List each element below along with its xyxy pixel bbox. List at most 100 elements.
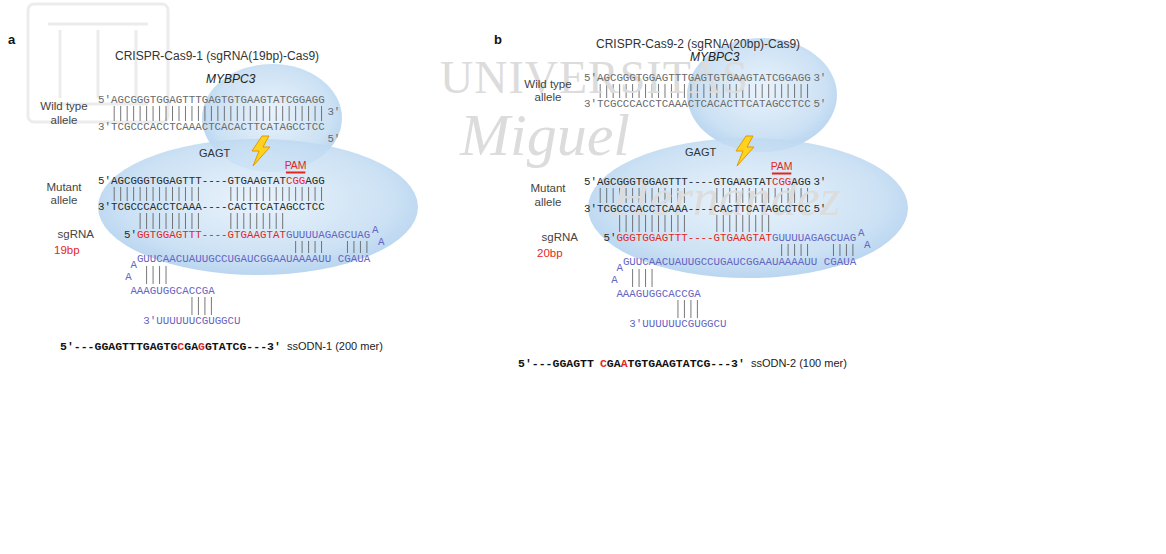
base-pair-tick bbox=[127, 106, 128, 121]
scaffold-sequence: AAAGUGGCACCGA bbox=[130, 286, 214, 297]
scaffold-sequence: GUUCAACUAUUGCCUGAUCGGAAUAAAAUU bbox=[623, 257, 817, 268]
ssodn-sequence: 5'---GGAGTT bbox=[518, 357, 594, 370]
base-pair-tick bbox=[282, 106, 283, 121]
ssodn-name: ssODN-2 (100 mer) bbox=[751, 357, 847, 369]
base-pair-tick bbox=[198, 106, 199, 121]
base-pair-tick bbox=[191, 297, 192, 315]
base-pair-tick bbox=[250, 187, 251, 201]
ssodn-sequence: G bbox=[198, 340, 205, 353]
base-pair-tick bbox=[166, 187, 167, 201]
base-pair-tick bbox=[243, 213, 244, 229]
guide-length: 20bp bbox=[537, 247, 563, 260]
base-pair-tick bbox=[606, 188, 607, 203]
wild-type-sequence: 3' bbox=[584, 99, 597, 110]
base-pair-tick bbox=[263, 213, 264, 229]
ssodn-sequence: C bbox=[600, 357, 607, 370]
base-pair-tick bbox=[237, 213, 238, 229]
mutant-sequence: TCGCCCACCTCAAA----CACTTCATAGCCTCC bbox=[111, 202, 325, 213]
base-pair-tick bbox=[140, 187, 141, 201]
base-pair-tick bbox=[178, 187, 179, 201]
base-pair-tick bbox=[308, 241, 309, 253]
scaffold-sequence: GUUCAACUAUUGCCUGAUCGGAAUAAAAUU bbox=[137, 254, 331, 265]
base-pair-tick bbox=[308, 106, 309, 121]
scaffold-sequence: A bbox=[125, 272, 131, 283]
panel-title: CRISPR-Cas9-2 (sgRNA(20bp)-Cas9) bbox=[596, 38, 800, 52]
base-pair-tick bbox=[788, 84, 789, 98]
scaffold-sequence: 3' bbox=[629, 319, 642, 330]
base-pair-tick bbox=[172, 187, 173, 201]
base-pair-tick bbox=[652, 269, 653, 287]
base-pair-tick bbox=[114, 106, 115, 121]
base-pair-tick bbox=[289, 187, 290, 201]
base-pair-tick bbox=[172, 106, 173, 121]
base-pair-tick bbox=[250, 213, 251, 229]
base-pair-tick bbox=[243, 106, 244, 121]
base-pair-tick bbox=[353, 241, 354, 253]
scaffold-sequence: A bbox=[858, 228, 864, 239]
base-pair-tick bbox=[846, 244, 847, 256]
scaffold-sequence: A bbox=[611, 275, 617, 286]
mutant-sequence: TCGCCCACCTCAAA----CACTTCATAGCCTCC bbox=[597, 204, 811, 215]
mutant-sequence: 5' bbox=[124, 230, 137, 241]
wild-type-sequence: 3' bbox=[327, 107, 340, 118]
pam-label: PAM bbox=[771, 160, 793, 172]
base-pair-tick bbox=[159, 213, 160, 229]
base-pair-tick bbox=[282, 213, 283, 229]
base-pair-tick bbox=[146, 187, 147, 201]
base-pair-tick bbox=[166, 106, 167, 121]
base-pair-tick bbox=[263, 187, 264, 201]
base-pair-tick bbox=[237, 106, 238, 121]
base-pair-tick bbox=[321, 187, 322, 201]
base-pair-tick bbox=[133, 106, 134, 121]
ssodn-sequence: 5'---GGAGTTTGAGTG bbox=[60, 340, 177, 353]
mutant-sequence: 3' bbox=[584, 204, 597, 215]
base-pair-tick bbox=[269, 213, 270, 229]
base-pair-tick bbox=[781, 84, 782, 98]
base-pair-tick bbox=[775, 84, 776, 98]
base-pair-tick bbox=[153, 266, 154, 284]
base-pair-tick bbox=[600, 188, 601, 203]
scaffold-sequence: A bbox=[864, 240, 870, 251]
base-pair-tick bbox=[198, 213, 199, 229]
base-pair-tick bbox=[269, 187, 270, 201]
base-pair-tick bbox=[302, 241, 303, 253]
mutant-sequence: AGCGGGTGGAGTTT----GTGAAGTAT bbox=[597, 177, 772, 188]
base-pair-tick bbox=[191, 106, 192, 121]
ssodn-sequence: GTATCG---3' bbox=[205, 340, 281, 353]
base-pair-tick bbox=[185, 213, 186, 229]
base-pair-tick bbox=[321, 241, 322, 253]
scaffold-sequence: A bbox=[616, 263, 622, 274]
base-pair-tick bbox=[230, 187, 231, 201]
target-sequence: CGG bbox=[772, 177, 791, 188]
wild-type-sequence: TCGCCCACCTCAAACTCACACTTCATAGCCTCC bbox=[597, 99, 811, 110]
wild-type-sequence: 3' bbox=[813, 73, 826, 84]
ssodn-sequence: GA bbox=[184, 340, 198, 353]
base-pair-tick bbox=[256, 213, 257, 229]
base-pair-tick bbox=[295, 241, 296, 253]
target-sequence: CGG bbox=[286, 176, 305, 187]
cas9-protein bbox=[98, 38, 908, 278]
base-pair-tick bbox=[178, 213, 179, 229]
scaffold-sequence: CGAUA bbox=[338, 254, 370, 265]
base-pair-tick bbox=[755, 84, 756, 98]
base-pair-tick bbox=[211, 106, 212, 121]
wild-type-sequence: 5' bbox=[584, 73, 597, 84]
scaffold-sequence: UUUUUUCGUGGCU bbox=[156, 316, 240, 327]
base-pair-tick bbox=[295, 106, 296, 121]
wild-type-sequence: TCGCCCACCTCAAACTCACACTTCATAGCCTCC bbox=[111, 122, 325, 133]
base-pair-tick bbox=[159, 106, 160, 121]
scaffold-sequence: AAAGUGGCACCGA bbox=[616, 289, 700, 300]
strand-label: Mutant allele bbox=[36, 181, 92, 207]
base-pair-tick bbox=[185, 106, 186, 121]
base-pair-tick bbox=[146, 266, 147, 284]
sgrna-label: sgRNA bbox=[542, 231, 578, 244]
gene-name: MYBPC3 bbox=[206, 73, 255, 87]
base-pair-tick bbox=[684, 300, 685, 318]
base-pair-tick bbox=[159, 266, 160, 284]
base-pair-tick bbox=[276, 106, 277, 121]
base-pair-tick bbox=[302, 106, 303, 121]
base-pair-tick bbox=[120, 187, 121, 201]
base-pair-tick bbox=[315, 106, 316, 121]
base-pair-tick bbox=[762, 84, 763, 98]
